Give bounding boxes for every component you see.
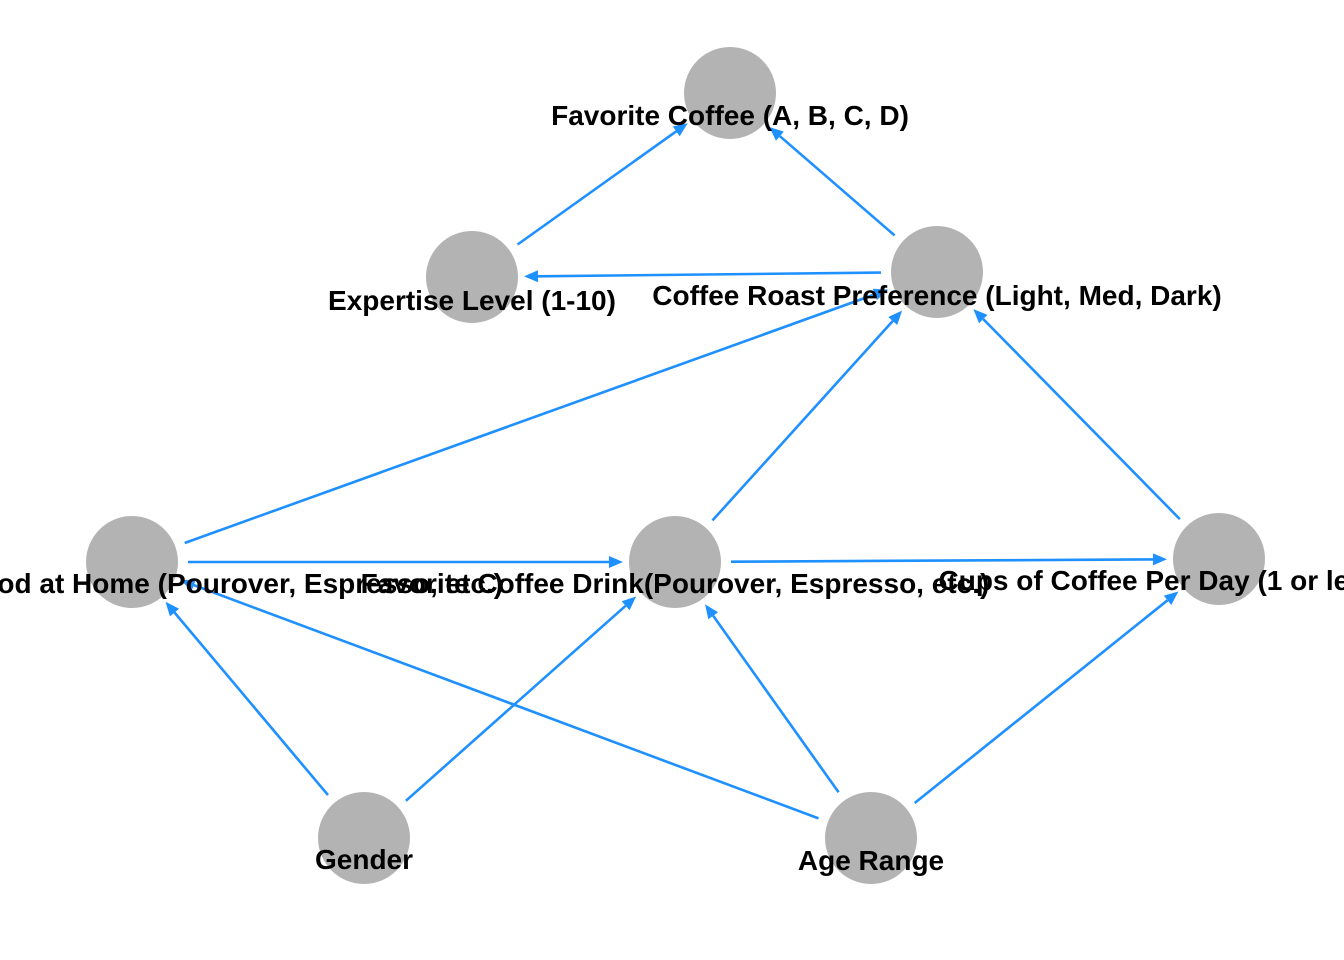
edge-brew-home-to-fav-drink (188, 556, 623, 568)
node-label-favorite-coffee: Favorite Coffee (A, B, C, D) (551, 100, 909, 131)
arrow-head-icon (180, 579, 196, 591)
edge-line (982, 318, 1181, 521)
edge-roast-to-favorite-coffee (769, 127, 896, 237)
arrow-head-icon (705, 604, 719, 620)
arrow-head-icon (872, 288, 889, 300)
edge-fav-drink-to-cups (730, 553, 1167, 566)
node-fav-drink (629, 516, 721, 608)
arrow-head-icon (888, 310, 903, 325)
arrow-head-icon (621, 596, 637, 611)
node-favorite-coffee (684, 47, 776, 139)
edges-layer (165, 123, 1181, 820)
node-label-age: Age Range (798, 845, 944, 876)
arrow-head-icon (769, 127, 784, 141)
edge-cups-to-roast (973, 309, 1181, 521)
nodes-layer (86, 47, 1265, 884)
edge-gender-to-fav-drink (405, 596, 637, 802)
node-roast (891, 226, 983, 318)
edge-line (516, 130, 678, 246)
node-label-gender: Gender (315, 844, 413, 875)
arrow-head-icon (524, 270, 539, 283)
edge-line (779, 135, 896, 237)
node-cups (1173, 513, 1265, 605)
node-label-roast: Coffee Roast Preference (Light, Med, Dar… (652, 280, 1221, 311)
edge-age-to-fav-drink (705, 604, 840, 794)
edge-line (537, 271, 882, 278)
arrow-head-icon (609, 556, 623, 568)
edge-fav-drink-to-roast (711, 310, 903, 522)
arrow-head-icon (1153, 553, 1167, 566)
edge-line (730, 558, 1154, 563)
arrow-head-icon (1163, 591, 1179, 605)
node-brew-home (86, 516, 178, 608)
edge-line (712, 615, 840, 794)
edge-line (913, 599, 1169, 805)
edge-gender-to-brew-home (165, 601, 329, 796)
edge-roast-to-expertise (524, 270, 882, 283)
edge-line (173, 611, 329, 796)
arrow-head-icon (973, 309, 988, 324)
edge-line (405, 604, 627, 802)
edge-line (184, 293, 876, 545)
node-label-cups: Cups of Coffee Per Day (1 or less, 2, 3,… (939, 565, 1344, 596)
edge-expertise-to-favorite-coffee (516, 123, 688, 246)
edge-age-to-cups (913, 591, 1179, 805)
edge-age-to-brew-home (180, 579, 819, 820)
node-label-expertise: Expertise Level (1-10) (328, 285, 616, 316)
node-label-fav-drink: Favorite Coffee Drink(Pourover, Espresso… (361, 568, 990, 599)
node-label-brew-home: Coffee Brew Method at Home (Pourover, Es… (0, 568, 503, 599)
labels-layer: Favorite Coffee (A, B, C, D) Expertise Le… (0, 100, 1344, 876)
edge-line (711, 320, 894, 522)
edge-brew-home-to-roast (184, 288, 889, 545)
arrow-head-icon (672, 123, 688, 137)
node-gender (318, 792, 410, 884)
arrow-head-icon (165, 601, 180, 617)
edge-line (193, 583, 819, 820)
node-age (825, 792, 917, 884)
node-expertise (426, 231, 518, 323)
